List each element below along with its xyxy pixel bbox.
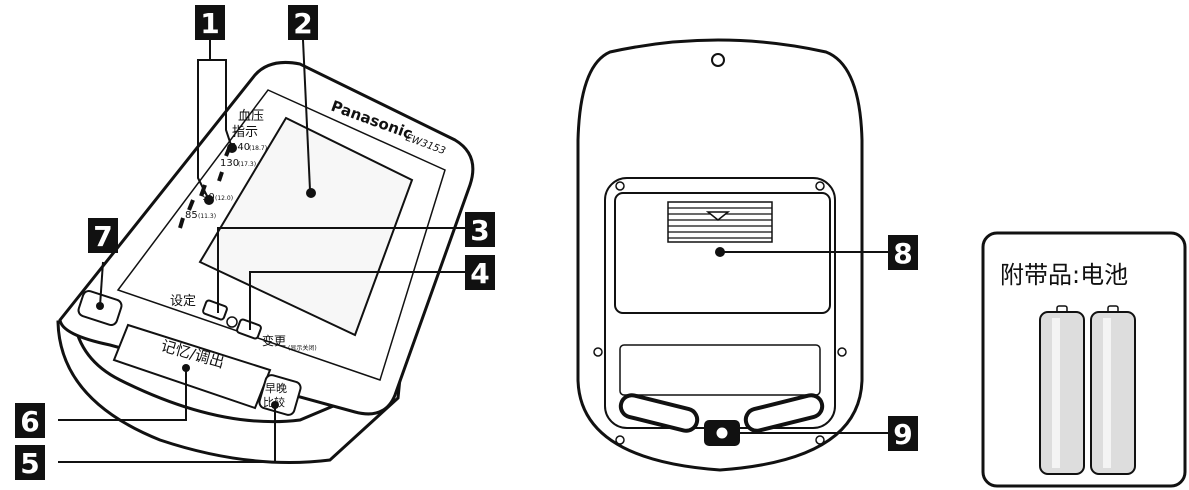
- change-button-sublabel: (显示关闭): [288, 344, 317, 352]
- scale-140: 140: [231, 142, 250, 153]
- set-button-label: 设定: [170, 294, 196, 309]
- leader-lines-back: [720, 251, 888, 434]
- callout-7: 7: [88, 218, 118, 253]
- battery-1: [1039, 305, 1085, 475]
- bp-indicator-label-2: 指示: [232, 125, 258, 140]
- callout-2: 2: [288, 5, 318, 40]
- front-view: Panasonic EW3153 血压 指示 140 (18.7) 130 (1…: [56, 60, 475, 464]
- callout-5: 5: [15, 445, 45, 480]
- scale-130-kpa: (17.3): [238, 161, 256, 168]
- memory-recall-button[interactable]: [112, 323, 272, 410]
- front-base: [56, 318, 402, 464]
- callout-2-label: 2: [293, 7, 312, 40]
- callout-6: 6: [15, 403, 45, 438]
- accessory-title: 附带品:电池: [1000, 261, 1128, 289]
- battery-cover-arrow: [705, 211, 731, 221]
- callout-8: 8: [888, 235, 918, 270]
- clock-icon: [226, 316, 238, 328]
- callout-5-label: 5: [20, 447, 39, 480]
- scale-85-kpa: (11.3): [198, 213, 216, 220]
- scale-140-kpa: (18.7): [249, 145, 267, 152]
- hanging-hole: [711, 53, 725, 67]
- callout-9: 9: [888, 416, 918, 451]
- back-lower-panel: [619, 344, 821, 396]
- callout-3-label: 3: [470, 214, 489, 247]
- lcd-screen: [198, 116, 414, 337]
- scale-130: 130: [220, 158, 239, 169]
- accessory-box: 附带品:电池: [981, 231, 1187, 488]
- scale-85: 85: [185, 210, 198, 221]
- screw-holes: [593, 181, 847, 445]
- battery-2: [1090, 305, 1136, 475]
- change-button-label: 变更: [262, 333, 286, 348]
- bp-indicator-label-1: 血压: [238, 109, 264, 124]
- callout-8-label: 8: [893, 237, 912, 270]
- back-view: [576, 38, 864, 472]
- callout-7-label: 7: [93, 220, 112, 253]
- callout-6-label: 6: [20, 405, 39, 438]
- callout-3: 3: [465, 212, 495, 247]
- am-pm-label: 早晚: [265, 382, 287, 395]
- foot-left: [618, 393, 700, 433]
- leader-lines-front: [58, 39, 467, 463]
- battery-cover-grip: [667, 201, 773, 243]
- callout-1-label: 1: [200, 7, 219, 40]
- ac-jack-hole: [715, 426, 729, 440]
- callout-9-label: 9: [893, 418, 912, 451]
- scale-90-kpa: (12.0): [215, 195, 233, 202]
- callout-4-label: 4: [470, 257, 489, 290]
- foot-right: [743, 393, 825, 433]
- callout-1: 1: [195, 5, 225, 40]
- callout-4: 4: [465, 255, 495, 290]
